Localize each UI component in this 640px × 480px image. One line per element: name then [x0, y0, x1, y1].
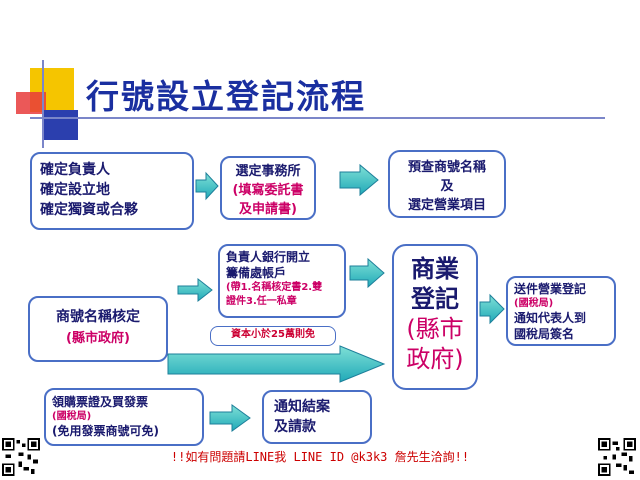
arrow-right-icon	[195, 171, 219, 201]
decor-horizontal-line	[30, 117, 605, 119]
box-select-office: 選定事務所 (填寫委託書 及申請書)	[220, 156, 316, 220]
box-line: 通知結案	[274, 399, 330, 415]
decor-vertical-line	[42, 60, 44, 148]
box-line: 政府)	[406, 345, 464, 373]
box-line: 選定事務所	[235, 164, 301, 179]
box-business-registration: 商業 登記 (縣市 政府)	[392, 244, 478, 390]
arrow-right-icon	[479, 293, 505, 325]
box-notify-closing: 通知結案 及請款	[262, 390, 372, 444]
arrow-right-icon	[339, 163, 379, 197]
arrow-right-icon	[177, 277, 213, 303]
qr-code-right-icon	[598, 438, 636, 476]
box-line: 登記	[411, 285, 459, 313]
box-line: 選定營業項目	[407, 198, 486, 213]
box-bank-account: 負責人銀行開立 籌備處帳戶 (帶1.名稱核定書2.雙 證件3.任一私章	[218, 244, 346, 318]
capital-note-text: 資本小於25萬則免	[231, 329, 315, 340]
arrow-right-icon	[349, 257, 385, 289]
box-line: (免用發票商號可免)	[52, 424, 159, 438]
box-line: 商業	[411, 255, 459, 283]
box-line: 送件營業登記	[514, 282, 587, 296]
box-precheck-name: 預查商號名稱 及 選定營業項目	[388, 150, 506, 218]
box-line: 國稅局簽名	[514, 327, 575, 341]
box-line: 及	[440, 179, 454, 194]
box-line: (帶1.名稱核定書2.雙	[226, 282, 323, 293]
box-tax-registration: 送件營業登記 (國稅局) 通知代表人到 國稅局簽名	[506, 276, 616, 346]
box-line: 確定設立地	[40, 182, 110, 198]
box-line: (國稅局)	[514, 298, 554, 309]
box-confirm-responsible: 確定負責人 確定設立地 確定獨資或合夥	[30, 152, 194, 230]
arrow-right-icon	[209, 404, 251, 432]
arrow-right-icon	[167, 345, 386, 383]
page-title: 行號設立登記流程	[86, 77, 366, 116]
box-line: 商號名稱核定	[56, 309, 140, 325]
box-name-approval: 商號名稱核定 (縣市政府)	[28, 296, 168, 362]
box-line: 通知代表人到	[514, 311, 587, 325]
decor-blue-square	[44, 110, 78, 140]
box-line: 證件3.任一私章	[226, 296, 297, 307]
box-line: 籌備處帳戶	[226, 266, 287, 280]
box-invoice-purchase: 領購票證及買發票 (國稅局) (免用發票商號可免)	[44, 388, 204, 446]
box-line: 負責人銀行開立	[226, 250, 311, 264]
box-line: (縣市	[406, 315, 464, 343]
box-line: (填寫委託書	[232, 183, 304, 198]
qr-code-left-icon	[2, 438, 40, 476]
box-line: 及請款	[274, 419, 316, 435]
box-line: 領購票證及買發票	[52, 395, 149, 409]
box-line: (國稅局)	[52, 411, 92, 422]
decor-red-square	[16, 92, 46, 114]
box-line: 及申請書)	[239, 202, 297, 217]
box-line: 確定獨資或合夥	[40, 202, 138, 218]
box-line: (縣市政府)	[66, 331, 130, 346]
footer-contact: !!如有問題請LINE我 LINE ID @k3k3 詹先生洽詢!!	[170, 450, 470, 464]
capital-note: 資本小於25萬則免	[210, 326, 336, 346]
box-line: 預查商號名稱	[407, 160, 486, 175]
box-line: 確定負責人	[40, 162, 110, 178]
